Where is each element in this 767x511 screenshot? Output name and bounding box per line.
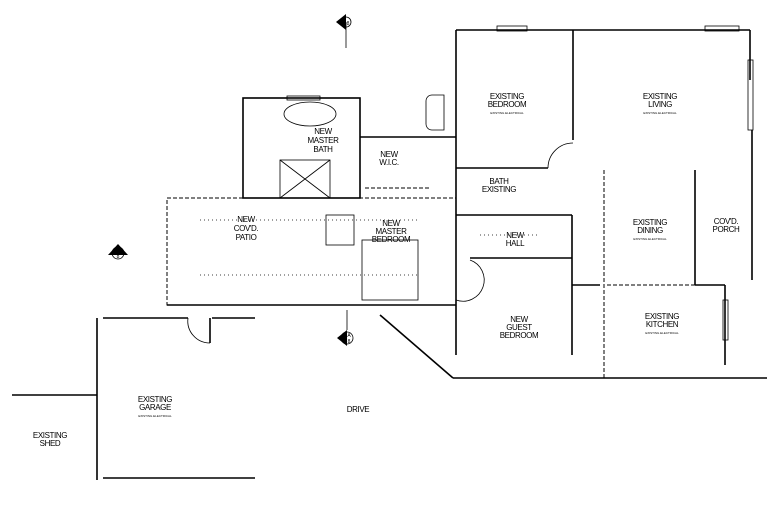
svg-text:COV'D.: COV'D. [714,217,739,226]
svg-text:8: 8 [347,21,350,27]
svg-text:NEW: NEW [237,215,255,224]
svg-text:EXISTING: EXISTING [490,92,524,101]
svg-text:B: B [116,248,120,254]
svg-text:SHED: SHED [40,439,61,448]
label-new-master-bath: NEW MASTER BATH [308,127,340,154]
svg-text:A: A [347,333,351,339]
svg-text:HALL: HALL [506,239,525,248]
section-marker-top: 8 [336,14,352,48]
label-covd-porch: COV'D. PORCH [713,217,741,234]
label-existing-bedroom: EXISTING BEDROOM EXISTING ELECTRICAL [488,92,528,115]
label-new-hall: NEW HALL [506,231,526,248]
svg-text:MASTER: MASTER [308,136,340,145]
svg-text:LIVING: LIVING [648,100,672,109]
svg-text:EXISTING: EXISTING [633,218,667,227]
existing-walls [379,25,767,379]
svg-text:EXISTING ELECTRICAL: EXISTING ELECTRICAL [490,111,524,115]
svg-text:EXISTING: EXISTING [482,185,516,194]
label-existing-garage: EXISTING GARAGE EXISTING ELECTRICAL [138,395,173,418]
label-new-wic: NEW W.I.C. [379,150,399,167]
section-marker-a: A 8 [337,310,354,346]
svg-text:PATIO: PATIO [236,233,257,242]
svg-text:EXISTING ELECTRICAL: EXISTING ELECTRICAL [633,237,667,241]
svg-text:EXISTING: EXISTING [138,395,172,404]
svg-text:EXISTING ELECTRICAL: EXISTING ELECTRICAL [645,331,679,335]
svg-text:BATH: BATH [313,145,333,154]
svg-text:NEW: NEW [314,127,332,136]
svg-text:BEDROOM: BEDROOM [488,100,527,109]
svg-text:BEDROOM: BEDROOM [372,235,411,244]
svg-text:COV'D.: COV'D. [234,224,259,233]
svg-text:NEW: NEW [382,219,400,228]
svg-text:EXISTING: EXISTING [33,431,67,440]
svg-text:GARAGE: GARAGE [139,403,171,412]
svg-text:NEW: NEW [506,231,524,240]
svg-text:8: 8 [348,339,351,345]
svg-text:W.I.C.: W.I.C. [379,158,399,167]
label-existing-kitchen: EXISTING KITCHEN EXISTING ELECTRICAL [645,312,680,335]
svg-text:NEW: NEW [510,315,528,324]
svg-text:PORCH: PORCH [713,225,741,234]
garage-walls [12,317,255,480]
svg-text:NEW: NEW [380,150,398,159]
label-drive: DRIVE [347,405,370,414]
svg-text:DINING: DINING [637,226,663,235]
svg-text:EXISTING ELECTRICAL: EXISTING ELECTRICAL [643,111,677,115]
label-existing-living: EXISTING LIVING EXISTING ELECTRICAL [643,92,678,115]
svg-text:EXISTING: EXISTING [645,312,679,321]
svg-text:EXISTING: EXISTING [643,92,677,101]
label-new-guest-bedroom: NEW GUEST BEDROOM [500,315,540,340]
svg-text:EXISTING ELECTRICAL: EXISTING ELECTRICAL [138,414,172,418]
svg-text:BATH: BATH [489,177,509,186]
section-marker-b: B 8 [108,244,128,260]
label-existing-dining: EXISTING DINING EXISTING ELECTRICAL [633,218,668,241]
svg-text:KITCHEN: KITCHEN [646,320,679,329]
svg-text:MASTER: MASTER [376,227,408,236]
label-new-covd-patio: NEW COV'D. PATIO [234,215,259,242]
label-new-master-bedroom: NEW MASTER BEDROOM [372,219,412,244]
room-labels: EXISTING BEDROOM EXISTING ELECTRICAL EXI… [33,92,741,448]
new-walls [166,95,540,306]
label-bath-existing: BATH EXISTING [482,177,517,194]
label-existing-shed: EXISTING SHED [33,431,68,448]
svg-text:8: 8 [117,254,120,260]
svg-text:BEDROOM: BEDROOM [500,331,539,340]
svg-text:GUEST: GUEST [506,323,532,332]
